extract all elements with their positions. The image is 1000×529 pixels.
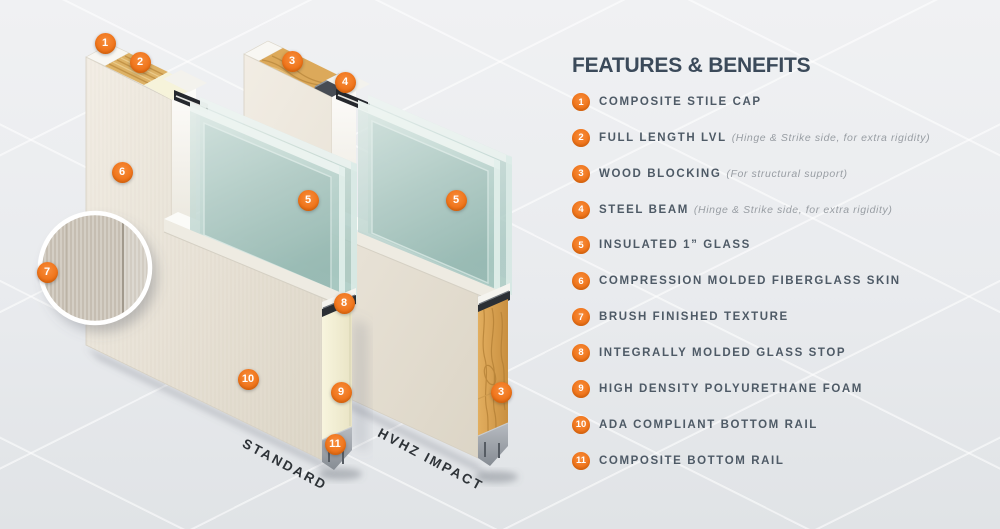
callout-marker: 10 <box>237 368 259 390</box>
item-label: ADA COMPLIANT BOTTOM RAIL <box>599 418 818 431</box>
item-label: WOOD BLOCKING <box>599 167 722 180</box>
callout-number: 8 <box>340 297 348 309</box>
callout-number: 3 <box>497 386 505 398</box>
item-badge-number: 6 <box>578 275 584 287</box>
item-badge-number: 9 <box>578 383 584 395</box>
callout-number: 5 <box>304 194 312 206</box>
feature-number-badge: 5 <box>572 236 590 255</box>
callout-number: 4 <box>341 76 349 88</box>
feature-list-item: 10 ADA COMPLIANT BOTTOM RAIL <box>572 415 818 434</box>
features-panel: FEATURES & BENEFITS 1 COMPOSITE STILE CA… <box>572 0 996 529</box>
item-badge-number: 5 <box>578 239 584 251</box>
callout-marker: 7 <box>36 261 58 283</box>
feature-list-item: 11 COMPOSITE BOTTOM RAIL <box>572 451 785 470</box>
item-label: COMPOSITE BOTTOM RAIL <box>599 454 785 467</box>
callout-number: 10 <box>241 373 255 385</box>
callout-marker: 4 <box>334 71 356 93</box>
callout-marker: 3 <box>490 381 512 403</box>
feature-number-badge: 6 <box>572 272 590 291</box>
left-foam-top <box>144 72 196 100</box>
item-label: INTEGRALLY MOLDED GLASS STOP <box>599 346 847 359</box>
callout-marker: 1 <box>94 32 116 54</box>
callout-number: 3 <box>288 55 296 67</box>
item-label: BRUSH FINISHED TEXTURE <box>599 311 789 324</box>
callout-number: 7 <box>43 266 51 278</box>
item-badge-number: 3 <box>578 168 584 180</box>
feature-list-item: 8 INTEGRALLY MOLDED GLASS STOP <box>572 343 847 362</box>
callout-number: 11 <box>329 438 341 450</box>
item-label: COMPRESSION MOLDED FIBERGLASS SKIN <box>599 275 901 288</box>
callout-marker: 3 <box>281 50 303 72</box>
right-door-label: HVHZ IMPACT <box>375 425 487 494</box>
diagram-overlay: STANDARD HVHZ IMPACT 1 2 3 4 5 5 6 7 8 9… <box>36 32 512 494</box>
feature-list-item: 9 HIGH DENSITY POLYURETHANE FOAM <box>572 379 863 398</box>
item-badge-number: 7 <box>578 311 584 323</box>
feature-number-badge: 9 <box>572 379 590 398</box>
left-door-illustration <box>85 43 362 480</box>
item-note: (Hinge & Strike side, for extra rigidity… <box>731 131 931 144</box>
item-label: COMPOSITE STILE CAP <box>599 96 762 108</box>
callout-number: 6 <box>118 166 126 178</box>
callout-marker: 9 <box>330 381 352 403</box>
texture-magnifier-bubble <box>37 210 157 332</box>
features-heading: FEATURES & BENEFITS <box>572 54 811 77</box>
feature-list-item: 2 FULL LENGTH LVL (Hinge & Strike side, … <box>572 128 931 147</box>
item-label: HIGH DENSITY POLYURETHANE FOAM <box>599 382 863 395</box>
callout-marker: 5 <box>297 189 319 211</box>
item-badge-number: 11 <box>575 455 587 466</box>
callout-number: 5 <box>452 194 460 206</box>
callout-marker: 11 <box>324 433 346 455</box>
feature-number-badge: 7 <box>572 308 590 327</box>
item-label: STEEL BEAM <box>599 203 689 216</box>
feature-number-badge: 8 <box>572 343 590 362</box>
feature-list-item: 1 COMPOSITE STILE CAP <box>572 93 762 111</box>
item-note: (Hinge & Strike side, for extra rigidity… <box>693 203 893 216</box>
item-badge-number: 10 <box>575 419 587 431</box>
item-badge-number: 8 <box>578 347 584 359</box>
feature-number-badge: 1 <box>572 93 590 111</box>
door-cutaway-illustration <box>37 40 518 483</box>
feature-list-item: 6 COMPRESSION MOLDED FIBERGLASS SKIN <box>572 272 901 291</box>
left-foam-side <box>322 304 352 440</box>
left-door-label: STANDARD <box>239 435 330 494</box>
right-insulated-glass <box>358 95 512 299</box>
item-label: FULL LENGTH LVL <box>599 131 727 144</box>
callout-marker: 5 <box>445 189 467 211</box>
left-door-shadow <box>86 347 334 473</box>
callout-marker: 2 <box>129 51 151 73</box>
feature-list-item: 7 BRUSH FINISHED TEXTURE <box>572 308 789 327</box>
feature-number-badge: 2 <box>572 128 590 147</box>
callout-number: 9 <box>337 386 345 398</box>
callout-number: 2 <box>136 56 144 68</box>
callout-number: 1 <box>101 37 109 49</box>
item-badge-number: 1 <box>578 96 584 108</box>
callout-marker: 8 <box>333 292 355 314</box>
feature-number-badge: 3 <box>572 164 590 183</box>
item-badge-number: 4 <box>578 204 584 216</box>
item-note: (For structural support) <box>726 167 848 180</box>
feature-number-badge: 10 <box>572 415 590 434</box>
item-label: INSULATED 1” GLASS <box>599 239 751 252</box>
feature-list-item: 3 WOOD BLOCKING (For structural support) <box>572 164 848 183</box>
feature-number-badge: 11 <box>572 451 590 470</box>
item-badge-number: 2 <box>578 132 584 144</box>
feature-list-item: 4 STEEL BEAM (Hinge & Strike side, for e… <box>572 200 893 219</box>
left-insulated-glass <box>190 97 357 308</box>
feature-number-badge: 4 <box>572 200 590 219</box>
feature-list-item: 5 INSULATED 1” GLASS <box>572 236 751 255</box>
callout-marker: 6 <box>111 161 133 183</box>
right-glass-stop <box>478 291 510 314</box>
